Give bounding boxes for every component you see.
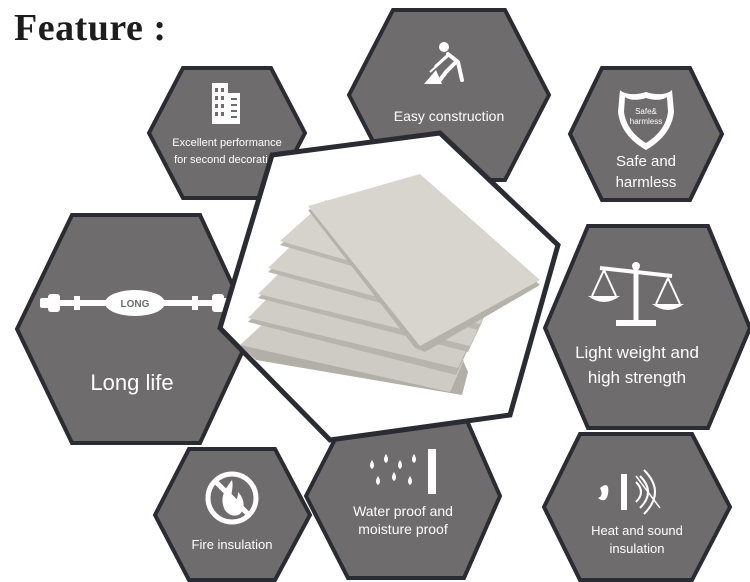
long-badge-text: LONG (121, 299, 150, 310)
light-weight-line-1: Light weight and (575, 343, 699, 362)
hex-long-life: LONG Long life (14, 213, 256, 445)
shield-icon: Safe& harmless (618, 90, 674, 150)
worker-icon (424, 42, 464, 84)
heat-sound-line-1: Heat and sound (591, 523, 683, 538)
hex-heat-sound: Heat and sound insulation (541, 432, 733, 582)
safe-harmless-line-1: Safe and (616, 153, 676, 170)
page-title: Feature : (14, 7, 167, 49)
excellent-performance-line-2: for second decoration (174, 154, 280, 166)
long-life-label: Long life (90, 370, 173, 395)
scale-icon (588, 262, 684, 326)
fire-insulation-label: Fire insulation (192, 537, 273, 552)
gypsum-boards-image (240, 174, 540, 395)
shield-text-1: Safe& (635, 107, 657, 116)
easy-construction-label: Easy construction (394, 108, 505, 124)
water-proof-line-1: Water proof and (353, 503, 453, 519)
safe-harmless-line-2: harmless (616, 174, 677, 191)
water-proof-line-2: moisture proof (358, 521, 448, 537)
product-hexagon (217, 130, 561, 443)
building-icon (212, 83, 240, 124)
hex-light-weight: Light weight and high strength (542, 224, 750, 430)
hex-fire-insulation: Fire insulation (152, 447, 313, 582)
hex-safe-harmless: Safe& harmless Safe and harmless (567, 66, 725, 202)
no-fire-icon (205, 471, 259, 525)
light-weight-line-2: high strength (588, 368, 686, 387)
excellent-performance-line-1: Excellent performance (172, 137, 281, 149)
sound-waves-icon (598, 469, 661, 515)
heat-sound-line-2: insulation (610, 541, 665, 556)
shield-text-2: harmless (630, 117, 662, 126)
water-drops-icon (370, 449, 436, 494)
